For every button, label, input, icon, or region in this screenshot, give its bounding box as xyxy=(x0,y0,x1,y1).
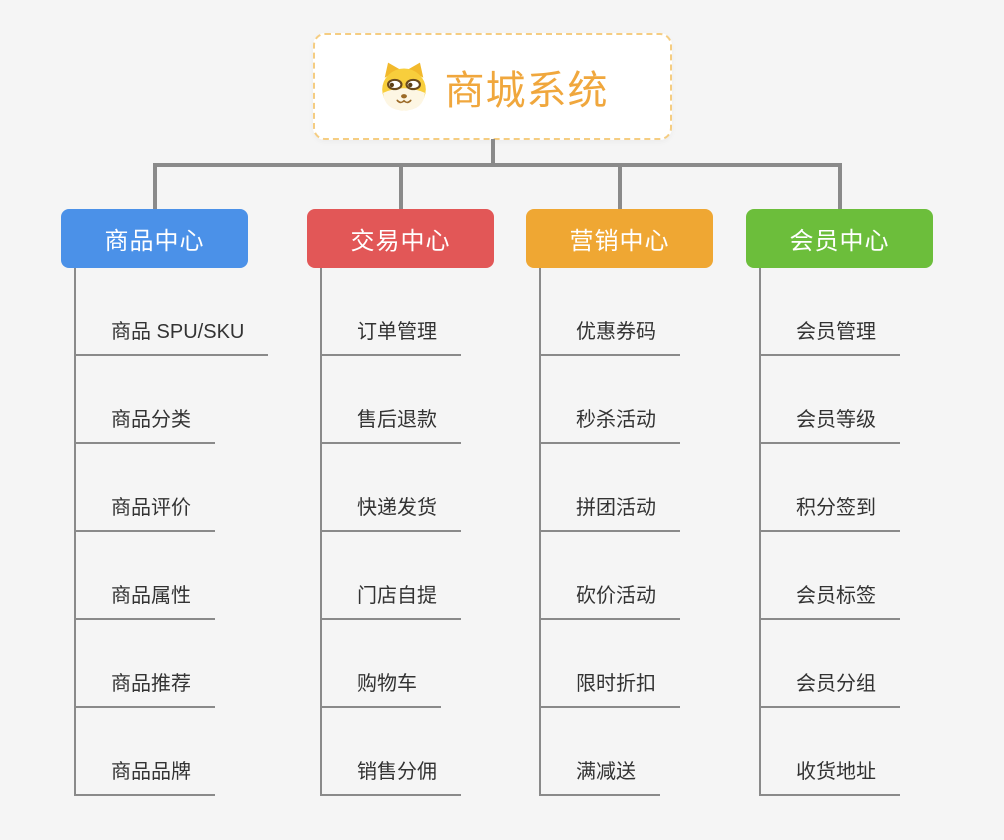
child-node[interactable]: 收货地址 xyxy=(759,708,992,796)
child-node-label: 会员等级 xyxy=(761,407,900,444)
child-node[interactable]: 销售分佣 xyxy=(320,708,553,796)
branch-connector-bar xyxy=(153,163,840,167)
child-node-label: 会员标签 xyxy=(761,583,900,620)
branch-column: 会员中心会员管理会员等级积分签到会员标签会员分组收货地址 xyxy=(746,209,992,796)
child-node[interactable]: 拼团活动 xyxy=(539,444,772,532)
root-title: 商城系统 xyxy=(444,68,609,113)
branch-label: 交易中心 xyxy=(350,228,451,255)
child-node[interactable]: 商品属性 xyxy=(74,532,307,620)
branch-children: 会员管理会员等级积分签到会员标签会员分组收货地址 xyxy=(759,268,992,796)
branch-column: 交易中心订单管理售后退款快递发货门店自提购物车销售分佣 xyxy=(307,209,553,796)
child-node-label: 限时折扣 xyxy=(541,671,680,708)
root-node[interactable]: 商城系统 xyxy=(313,33,672,140)
branch-node[interactable]: 营销中心 xyxy=(526,209,713,268)
branch-node[interactable]: 商品中心 xyxy=(61,209,248,268)
child-node[interactable]: 快递发货 xyxy=(320,444,553,532)
child-node-label: 购物车 xyxy=(322,671,441,708)
child-node[interactable]: 商品分类 xyxy=(74,356,307,444)
branch-drop-line xyxy=(617,163,622,209)
child-node-label: 优惠券码 xyxy=(541,319,680,356)
branch-node[interactable]: 交易中心 xyxy=(307,209,494,268)
child-node-label: 商品 SPU/SKU xyxy=(76,319,269,356)
child-node[interactable]: 砍价活动 xyxy=(539,532,772,620)
child-node[interactable]: 商品品牌 xyxy=(74,708,307,796)
child-node-label: 满减送 xyxy=(541,759,660,796)
branch-node[interactable]: 会员中心 xyxy=(746,209,933,268)
child-node-label: 商品属性 xyxy=(76,583,215,620)
shiba-dog-icon xyxy=(377,61,431,113)
branch-drop-line xyxy=(398,163,403,209)
branch-drop-line xyxy=(837,163,842,209)
child-node-label: 售后退款 xyxy=(322,407,461,444)
child-node-label: 会员管理 xyxy=(761,319,900,356)
child-node[interactable]: 售后退款 xyxy=(320,356,553,444)
branch-children: 优惠券码秒杀活动拼团活动砍价活动限时折扣满减送 xyxy=(539,268,772,796)
child-node[interactable]: 会员管理 xyxy=(759,268,992,356)
branch-label: 商品中心 xyxy=(104,228,205,255)
child-node[interactable]: 优惠券码 xyxy=(539,268,772,356)
root-connector-stub xyxy=(491,139,495,165)
branch-column: 商品中心商品 SPU/SKU 商品分类商品评价商品属性商品推荐商品品牌 xyxy=(61,209,307,796)
child-node-label: 收货地址 xyxy=(761,759,900,796)
branch-label: 营销中心 xyxy=(569,228,670,255)
child-node[interactable]: 门店自提 xyxy=(320,532,553,620)
child-node-label: 积分签到 xyxy=(761,495,900,532)
child-node-label: 销售分佣 xyxy=(322,759,461,796)
child-node[interactable]: 满减送 xyxy=(539,708,772,796)
child-node[interactable]: 会员等级 xyxy=(759,356,992,444)
child-node[interactable]: 订单管理 xyxy=(320,268,553,356)
child-node-label: 砍价活动 xyxy=(541,583,680,620)
child-node[interactable]: 会员标签 xyxy=(759,532,992,620)
branch-children: 商品 SPU/SKU 商品分类商品评价商品属性商品推荐商品品牌 xyxy=(74,268,307,796)
child-node-label: 商品品牌 xyxy=(76,759,215,796)
child-node[interactable]: 限时折扣 xyxy=(539,620,772,708)
child-node[interactable]: 积分签到 xyxy=(759,444,992,532)
child-node-label: 秒杀活动 xyxy=(541,407,680,444)
child-node[interactable]: 商品推荐 xyxy=(74,620,307,708)
child-node[interactable]: 购物车 xyxy=(320,620,553,708)
branch-drop-line xyxy=(152,163,157,209)
child-node[interactable]: 会员分组 xyxy=(759,620,992,708)
child-node-label: 门店自提 xyxy=(322,583,461,620)
child-node-label: 快递发货 xyxy=(322,495,461,532)
child-node-label: 商品分类 xyxy=(76,407,215,444)
child-node-label: 会员分组 xyxy=(761,671,900,708)
child-node[interactable]: 商品评价 xyxy=(74,444,307,532)
child-node-label: 订单管理 xyxy=(322,319,461,356)
child-node-label: 商品评价 xyxy=(76,495,215,532)
branch-children: 订单管理售后退款快递发货门店自提购物车销售分佣 xyxy=(320,268,553,796)
child-node[interactable]: 商品 SPU/SKU xyxy=(74,268,307,356)
branch-column: 营销中心优惠券码秒杀活动拼团活动砍价活动限时折扣满减送 xyxy=(526,209,772,796)
child-node-label: 商品推荐 xyxy=(76,671,215,708)
child-node-label: 拼团活动 xyxy=(541,495,680,532)
branch-label: 会员中心 xyxy=(789,228,890,255)
child-node[interactable]: 秒杀活动 xyxy=(539,356,772,444)
